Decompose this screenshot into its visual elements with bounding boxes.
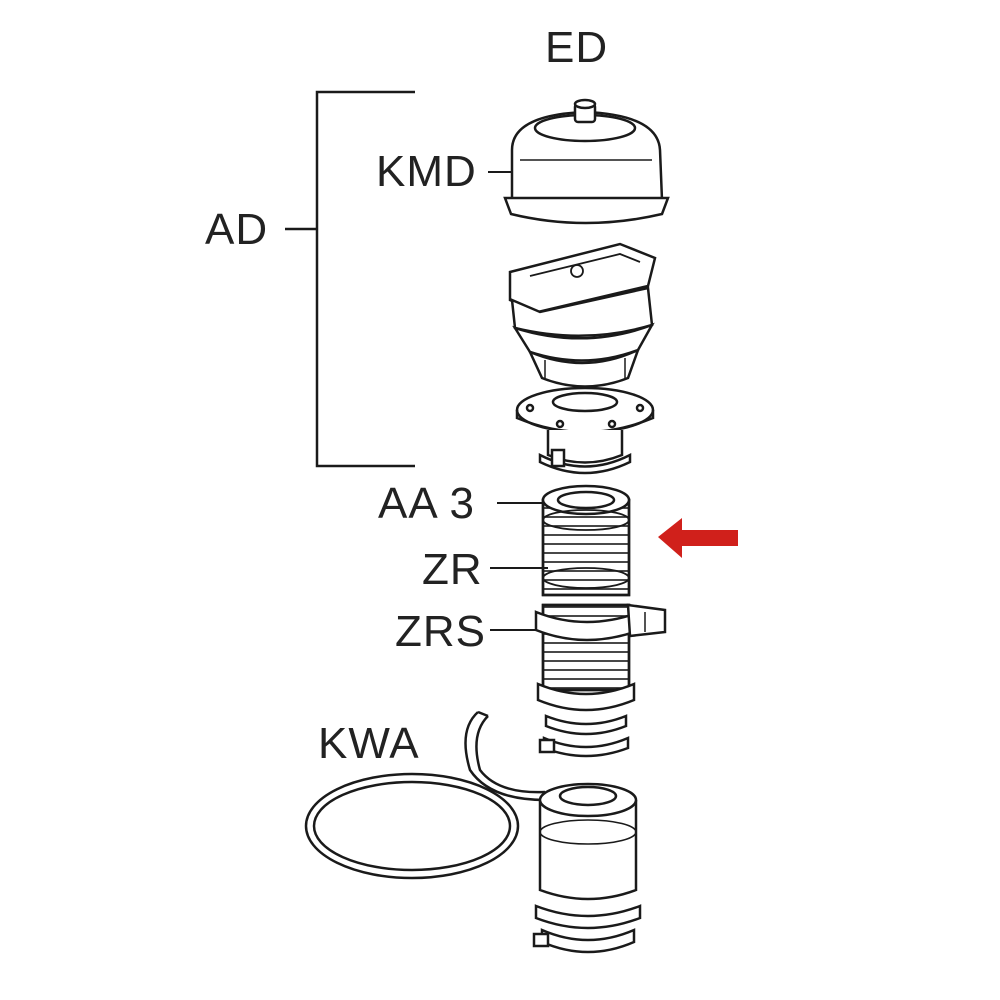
flange-plate: [515, 386, 655, 475]
aa3-zr-tube: [541, 484, 631, 597]
label-zr: ZR: [422, 545, 483, 594]
label-aa3: AA 3: [378, 479, 475, 528]
valve-head: [508, 242, 657, 388]
label-zrs: ZRS: [395, 607, 486, 656]
bottom-cylinder: [532, 782, 642, 954]
kwa-hose: [304, 710, 546, 880]
zrs-clamp: [534, 603, 667, 758]
kmd-cap: [503, 98, 670, 225]
label-ed: ED: [545, 23, 609, 72]
label-kwa: KWA: [318, 719, 420, 768]
label-kmd: KMD: [376, 147, 477, 196]
label-ad: AD: [205, 205, 269, 254]
ad-bracket: [285, 90, 415, 468]
